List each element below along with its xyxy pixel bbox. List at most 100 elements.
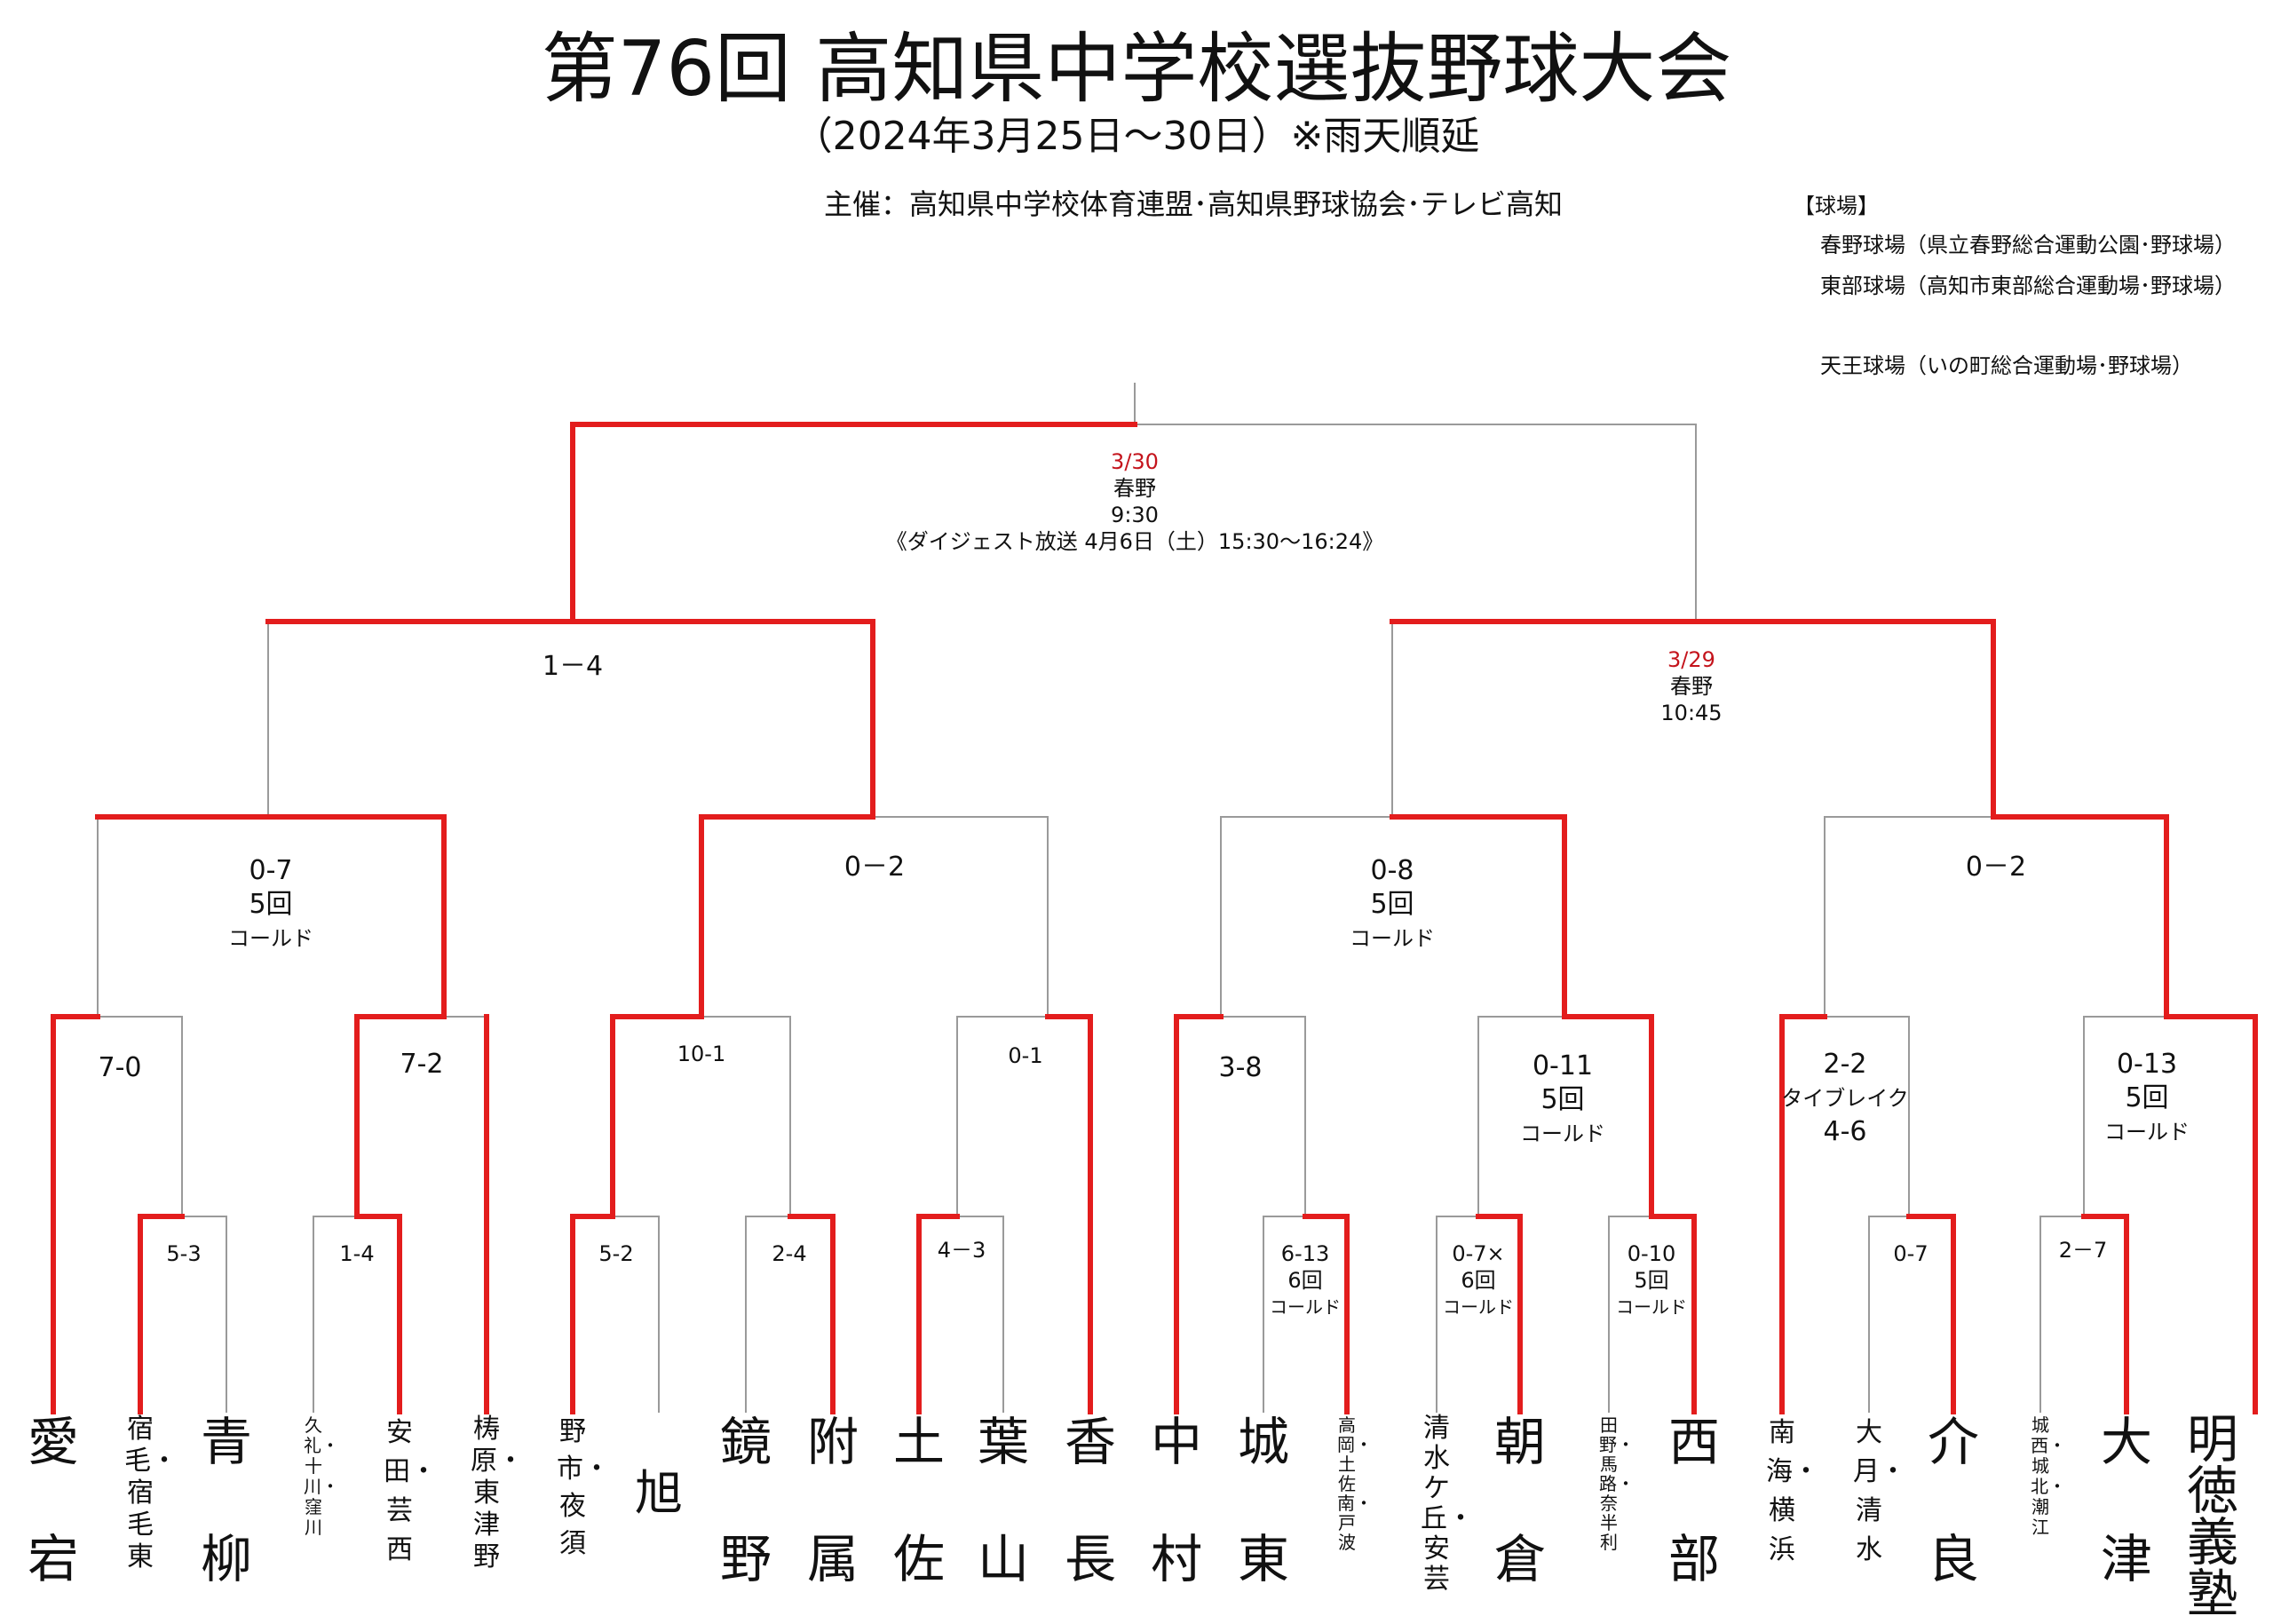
- sf-right-info: 3/29 春野 10:45: [1660, 646, 1722, 726]
- team-name: 安田・芸西: [384, 1417, 437, 1565]
- r1-score: 0-7×6回コールド: [1443, 1241, 1514, 1318]
- team-name: 葉山: [977, 1412, 1030, 1589]
- winner-lines: [51, 422, 2258, 1414]
- team-name: 梼原・東津野: [471, 1414, 524, 1573]
- r1-3-winner: [570, 1214, 615, 1414]
- qf3-loser: [1220, 816, 1393, 1018]
- venue-item: 春野球場（県立春野総合運動公園･野球場）: [1820, 233, 2236, 257]
- r2-4-winner: [1045, 1014, 1093, 1414]
- final-time: 9:30: [1111, 503, 1159, 527]
- team-name: 南海・横浜: [1766, 1417, 1819, 1565]
- qf-score: 0－2: [843, 852, 906, 883]
- final-venue: 春野: [1113, 476, 1156, 501]
- qf4-winner: [1991, 814, 2169, 1019]
- team-name: 旭: [635, 1465, 683, 1521]
- team-name: 愛宕: [27, 1412, 80, 1589]
- qf-score: 0－2: [1965, 852, 2027, 883]
- qf3-winner: [1390, 814, 1567, 1019]
- r2-7-loser: [1824, 1016, 1910, 1217]
- r1-score: 2-4: [772, 1241, 807, 1266]
- team-name: 青柳: [200, 1412, 253, 1589]
- sf-right-date: 3/29: [1667, 647, 1715, 672]
- team-name: 田野・馬路・奈半利: [1599, 1414, 1635, 1553]
- r2-6-winner: [1562, 1014, 1654, 1219]
- r2-7-winner: [1779, 1014, 1827, 1414]
- r1-score: 5-3: [166, 1241, 202, 1266]
- team-name: 香長: [1064, 1412, 1117, 1589]
- team-name: 附属: [806, 1412, 859, 1589]
- page-title: 第76回 高知県中学校選抜野球大会: [541, 25, 1732, 114]
- r1-10-winner: [2081, 1214, 2129, 1414]
- team-name: 西部: [1667, 1412, 1721, 1589]
- r2-score: 3-8: [1218, 1052, 1263, 1083]
- r1-9-winner: [1906, 1214, 1956, 1414]
- final-broadcast: 《ダイジェスト放送 4月6日（土）15:30～16:24》: [885, 529, 1384, 554]
- r1-6-loser: [1263, 1216, 1306, 1413]
- r2-5-loser: [1220, 1016, 1306, 1217]
- team-name: 野市・夜須: [557, 1416, 610, 1559]
- venue-item: 天王球場（いの町総合運動場･野球場）: [1820, 353, 2193, 378]
- r2-4-loser: [956, 1016, 1049, 1217]
- sf-right-winner: [1390, 619, 1996, 820]
- qf4-loser: [1824, 816, 1994, 1018]
- team-name: 高岡・土佐南・戸波: [1337, 1414, 1373, 1553]
- page-subtitle: （2024年3月25日～30日）※雨天順延: [793, 114, 1480, 159]
- r2-score: 7-2: [400, 1049, 444, 1080]
- team-name: 久礼・十川・窪川: [304, 1414, 339, 1538]
- qf2-winner: [699, 814, 875, 1019]
- r1-score: 5-2: [598, 1241, 634, 1266]
- r2-1-winner: [51, 1014, 100, 1414]
- r2-8-winner: [2164, 1014, 2258, 1414]
- team-name: 清水ケ丘・安芸: [1421, 1413, 1474, 1595]
- team-name: 中村: [1150, 1412, 1203, 1589]
- team-name: 土佐: [892, 1412, 946, 1589]
- organizers: 主催：高知県中学校体育連盟･高知県野球協会･テレビ高知: [824, 187, 1564, 221]
- final-winner: [570, 422, 1137, 624]
- r2-2-winner: [354, 1014, 447, 1219]
- final-loser: [1134, 424, 1697, 619]
- r2-5-winner: [1174, 1014, 1224, 1414]
- r1-1-winner: [138, 1214, 185, 1414]
- team-name: 朝倉: [1493, 1412, 1547, 1589]
- r1-score: 1-4: [339, 1241, 375, 1266]
- venue-heading: 【球場】: [1794, 194, 1879, 218]
- r2-1-loser: [97, 1016, 183, 1217]
- team-name: 宿毛・宿毛東: [124, 1414, 178, 1573]
- final-info: 3/30 春野 9:30 《ダイジェスト放送 4月6日（土）15:30～16:2…: [886, 448, 1384, 555]
- r1-score: 2－7: [2058, 1238, 2108, 1263]
- sf-right-venue: 春野: [1669, 674, 1713, 699]
- r1-score: 4－3: [937, 1238, 986, 1263]
- qf1-winner: [95, 814, 447, 1019]
- team-name: 城西・城北・潮江: [2031, 1414, 2066, 1538]
- team-name: 城東: [1237, 1412, 1290, 1589]
- r1-4-winner: [788, 1214, 836, 1414]
- r1-7-winner: [1476, 1214, 1523, 1414]
- r2-score: 7-0: [98, 1052, 142, 1083]
- team-name: 介良: [1927, 1412, 1980, 1589]
- team-name: 大津: [2100, 1412, 2153, 1589]
- sf-left-winner: [265, 619, 875, 820]
- team-name: 鏡野: [719, 1412, 772, 1589]
- final-date: 3/30: [1111, 449, 1159, 474]
- r1-6-winner: [1303, 1214, 1350, 1414]
- team-name: 明徳義塾: [2187, 1409, 2239, 1624]
- venue-item: 東部球場（高知市東部総合運動場･野球場）: [1820, 273, 2236, 298]
- sf-left-score: 1－4: [542, 651, 604, 682]
- sf-right-time: 10:45: [1660, 701, 1723, 725]
- r1-2-loser: [313, 1216, 358, 1413]
- qf2-loser: [872, 816, 1049, 1018]
- r1-5-winner: [916, 1214, 960, 1414]
- r2-score: 10-1: [677, 1042, 726, 1066]
- team-name: 大月・清水: [1853, 1417, 1906, 1565]
- r2-3-winner: [610, 1014, 704, 1219]
- r1-8-winner: [1649, 1214, 1697, 1414]
- r2-score: 0-1: [1008, 1043, 1043, 1068]
